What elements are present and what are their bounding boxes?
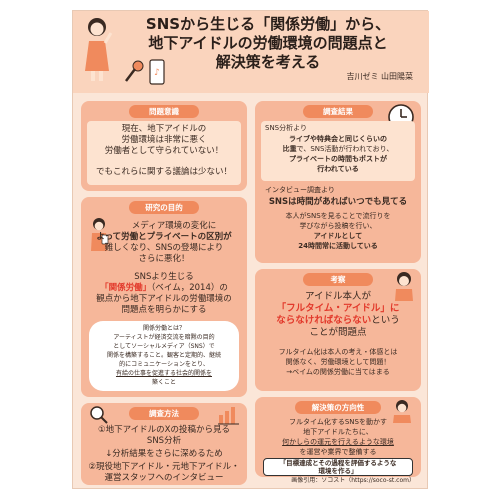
discussion-line6: 関係なく、労働環境として問題！ (285, 358, 391, 366)
definition-line1: 関係労働とは？ (142, 325, 185, 332)
solution-label: 解決策の方向性 (295, 401, 381, 414)
method-line5: 運営スタッフへのインタビュー (104, 473, 224, 483)
purpose-line8: 問題点を明らかにする (121, 305, 207, 315)
purpose-card: 研究の目的 メディア環境の変化に よって労働とプライベートの区別が 難しくなり、… (81, 197, 247, 397)
relational-labor-term: 「関係労働」 (100, 283, 152, 293)
definition-line7: 築くこと (151, 379, 176, 386)
magnifier-icon (89, 405, 109, 429)
solution-line3: 何かしらの運元を行えるような環境 (282, 438, 394, 446)
purpose-line5: SNSより生じる (134, 272, 194, 282)
results-line7: SNSは時間があればいつでも見てる (268, 197, 408, 207)
results-line4: プライベートの時間もポストが (289, 155, 387, 163)
svg-text:♪: ♪ (154, 68, 160, 78)
chart-icon (217, 405, 241, 429)
poster: SNSから生じる「関係労働」から、 地下アイドルの労働環境の問題点と 解決策を考… (72, 10, 429, 489)
method-line3: ↓分析結果をさらに深めるため (105, 449, 223, 459)
method-label: 調査方法 (129, 407, 199, 420)
method-line2: SNS分析 (146, 436, 182, 446)
solution-line5: 「目標達成とその過程を評価するような (279, 459, 397, 467)
discussion-label: 考察 (303, 273, 373, 286)
discussion-line5: フルタイム化は本人の考え・体感とは (278, 348, 398, 356)
method-line4: ②現役地下アイドル・元地下アイドル・ (88, 462, 240, 472)
problem-card: 問題意識 現在、地下アイドルの 労働環境は非常に悪く 労働者として守られていない… (81, 101, 247, 191)
method-line1: ①地下アイドルのXの投稿から見る (97, 425, 231, 435)
discussion-line7: →ベイムの関係労働に当てはまる (286, 368, 390, 376)
purpose-line6: 「関係労働」（ベイム，2014）の (100, 283, 228, 293)
method-card: 調査方法 ①地下アイドルのXの投稿から見る SNS分析 ↓分析結果をさらに深める… (81, 403, 247, 485)
results-line10: アイドルとして (313, 232, 363, 240)
solution-card: 解決策の方向性 フルタイム化するSNSを動かす 地下アイドルたちに、 何かしらの… (255, 397, 421, 477)
definition-line5: 的にコミュニケーションをとり、 (119, 361, 209, 368)
poster-title: SNSから生じる「関係労働」から、 地下アイドルの労働環境の問題点と 解決策を考… (145, 15, 391, 71)
problem-line2: 労働環境は非常に悪く (121, 135, 207, 145)
purpose-line7: 観点から地下アイドルの労働環境の (96, 294, 232, 304)
definition-box: 関係労働とは？ アーティストが経済交流を暗黙の目的 としてソーシャルメディア（S… (89, 321, 239, 391)
problem-line3: 労働者として守られていない！ (104, 146, 224, 156)
solution-line6: 環境を作る」 (318, 467, 358, 475)
results-line5: 行われている (317, 165, 359, 173)
discussion-line2: 「フルタイム・アイドル」に (276, 303, 400, 314)
problem-label: 問題意識 (129, 105, 199, 118)
phone-figure-icon (87, 217, 111, 255)
discussion-card: 考察 アイドル本人が 「フルタイム・アイドル」に ならなければならないという こ… (255, 269, 421, 391)
results-line8: 本人がSNSを見ることで流行りを (285, 212, 391, 220)
solution-goal-box: 「目標達成とその過程を評価するような 環境を作る」 (263, 458, 413, 476)
singer-figure-icon (79, 15, 115, 87)
smartphone-icon: ♪ (149, 59, 165, 89)
results-line6: インタビュー調査より (265, 186, 335, 194)
worried-figure-icon (391, 271, 417, 305)
poster-header: SNSから生じる「関係労働」から、 地下アイドルの労働環境の問題点と 解決策を考… (73, 11, 429, 93)
discussion-line1: アイドル本人が (304, 291, 372, 302)
solution-line2: 地下アイドルたちに、 (303, 428, 373, 436)
discussion-line4: ことが問題点 (309, 327, 367, 338)
results-card: 調査結果 SNS分析より ライブや特典会と同じくらいの 比重で、SNS活動が行わ… (255, 101, 421, 263)
purpose-line1: メディア環境の変化に (131, 221, 217, 231)
discussion-line3: ならなければならないという (276, 315, 400, 326)
authors: 吉川ゼミ 山田陽菜 (346, 72, 413, 81)
results-line2: ライブや特典会と同じくらいの (289, 135, 387, 143)
definition-line2: アーティストが経済交流を暗黙の目的 (113, 334, 215, 341)
results-line1: SNS分析より (265, 124, 307, 132)
purpose-line4: さらに悪化！ (138, 254, 190, 264)
problem-body: 現在、地下アイドルの 労働環境は非常に悪く 労働者として守られていない！ でもこ… (87, 121, 241, 185)
thinking-figure-icon (389, 399, 415, 427)
definition-line4: 関係を構築すること。観客と定期的、継続 (106, 352, 221, 359)
definition-line3: としてソーシャルメディア（SNS）で (113, 343, 215, 350)
results-line3: 比重で、SNS活動が行われており、 (282, 145, 394, 153)
purpose-line3: 難しくなり、SNSの登場により (104, 243, 224, 253)
results-label: 調査結果 (303, 105, 373, 118)
purpose-line2: よって労働とプライベートの区別が (96, 232, 232, 242)
image-credit: 画像引用：ソコスト（https://soco-st.com） (291, 477, 415, 484)
results-line9: 学びながら投稿を行い、 (299, 222, 377, 230)
solution-line1: フルタイム化するSNSを動かす (289, 418, 387, 426)
solution-line4: を運営や業界で整備する (299, 448, 377, 456)
problem-line1: 現在、地下アイドルの (121, 124, 207, 134)
results-line11: 24時間常に活動している (298, 242, 378, 250)
purpose-label: 研究の目的 (129, 201, 199, 214)
definition-line6: 有給の仕事を促進する社会的関係を (115, 370, 212, 377)
problem-line4: でもこれらに関する議論は少ない！ (95, 167, 232, 177)
results-sns-body: SNS分析より ライブや特典会と同じくらいの 比重で、SNS活動が行われており、… (261, 121, 415, 181)
microphone-icon (123, 59, 145, 89)
